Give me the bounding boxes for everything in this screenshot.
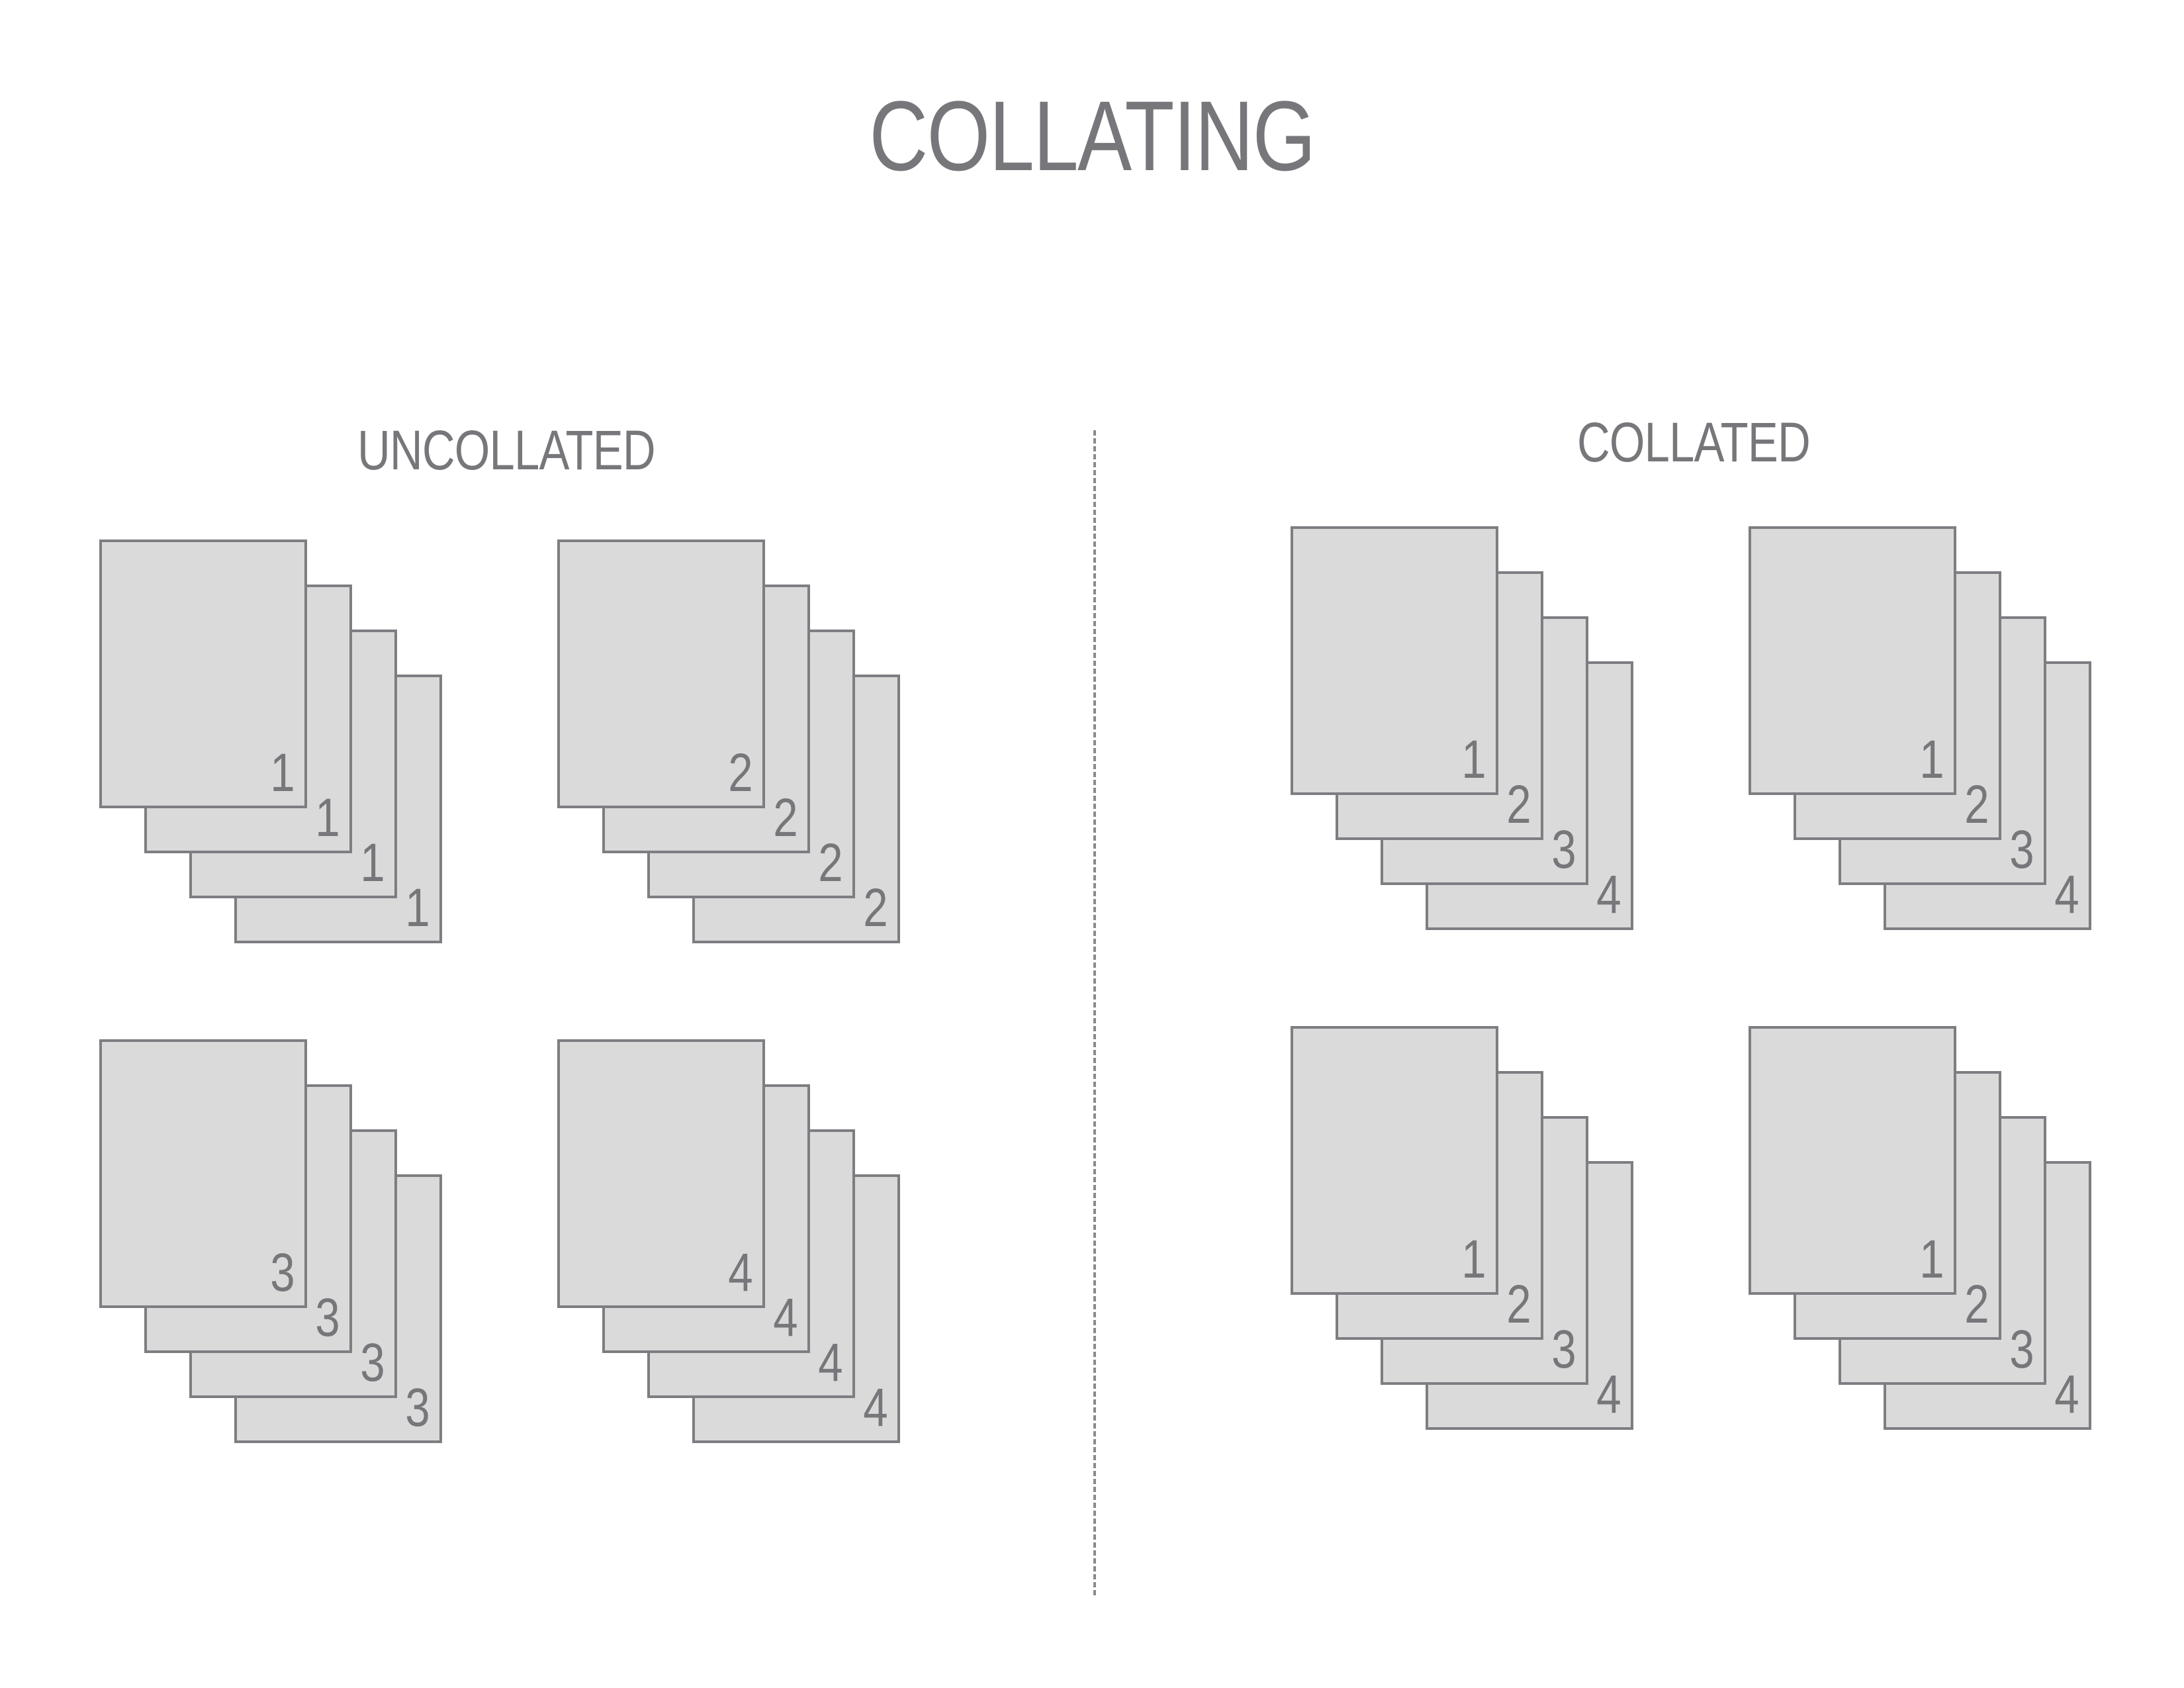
sheet: 2 [557, 539, 765, 808]
page-number: 2 [1506, 774, 1531, 835]
page-number: 4 [1596, 865, 1621, 925]
collated-stack-3: 4 3 2 1 [1291, 1026, 1635, 1436]
page-number: 1 [1461, 1229, 1486, 1289]
sheet: 1 [1291, 1026, 1498, 1295]
page-number: 3 [1551, 1319, 1576, 1380]
page-number: 3 [2009, 820, 2034, 880]
page-number: 4 [818, 1333, 843, 1393]
page-number: 2 [863, 878, 888, 938]
uncollated-stack-1: 1 1 1 1 [99, 539, 443, 950]
collated-stack-4: 4 3 2 1 [1749, 1026, 2093, 1436]
page-number: 1 [1919, 729, 1944, 790]
page-number: 2 [818, 833, 843, 893]
page-number: 2 [1964, 1274, 1989, 1335]
page-number: 3 [2009, 1319, 2034, 1380]
page-number: 4 [2054, 865, 2079, 925]
page-number: 1 [270, 743, 295, 803]
page-number: 1 [1461, 729, 1486, 790]
page-number: 4 [863, 1378, 888, 1438]
page-number: 2 [1964, 774, 1989, 835]
sheet: 1 [1291, 526, 1498, 795]
uncollated-stack-3: 3 3 3 3 [99, 1039, 443, 1450]
page-number: 4 [1596, 1364, 1621, 1425]
page-number: 3 [1551, 820, 1576, 880]
section-divider [1093, 430, 1096, 1595]
uncollated-stack-4: 4 4 4 4 [557, 1039, 901, 1450]
collated-stack-2: 4 3 2 1 [1749, 526, 2093, 937]
sheet: 1 [99, 539, 307, 808]
page-number: 3 [270, 1243, 295, 1303]
sheet: 1 [1749, 1026, 1956, 1295]
uncollated-stack-2: 2 2 2 2 [557, 539, 901, 950]
page-number: 3 [315, 1288, 340, 1348]
page-number: 1 [315, 788, 340, 848]
page-number: 2 [728, 743, 753, 803]
collated-label: COLLATED [1577, 411, 1811, 473]
collated-stack-1: 4 3 2 1 [1291, 526, 1635, 937]
page-number: 4 [773, 1288, 798, 1348]
page-number: 1 [405, 878, 430, 938]
page-title: COLLATING [869, 80, 1316, 191]
page-number: 1 [1919, 1229, 1944, 1289]
sheet: 1 [1749, 526, 1956, 795]
uncollated-label: UNCOLLATED [357, 419, 656, 481]
page-number: 4 [2054, 1364, 2079, 1425]
page-number: 2 [1506, 1274, 1531, 1335]
sheet: 4 [557, 1039, 765, 1308]
page-number: 3 [405, 1378, 430, 1438]
page-number: 4 [728, 1243, 753, 1303]
page-number: 3 [360, 1333, 385, 1393]
page-number: 1 [360, 833, 385, 893]
sheet: 3 [99, 1039, 307, 1308]
page-number: 2 [773, 788, 798, 848]
